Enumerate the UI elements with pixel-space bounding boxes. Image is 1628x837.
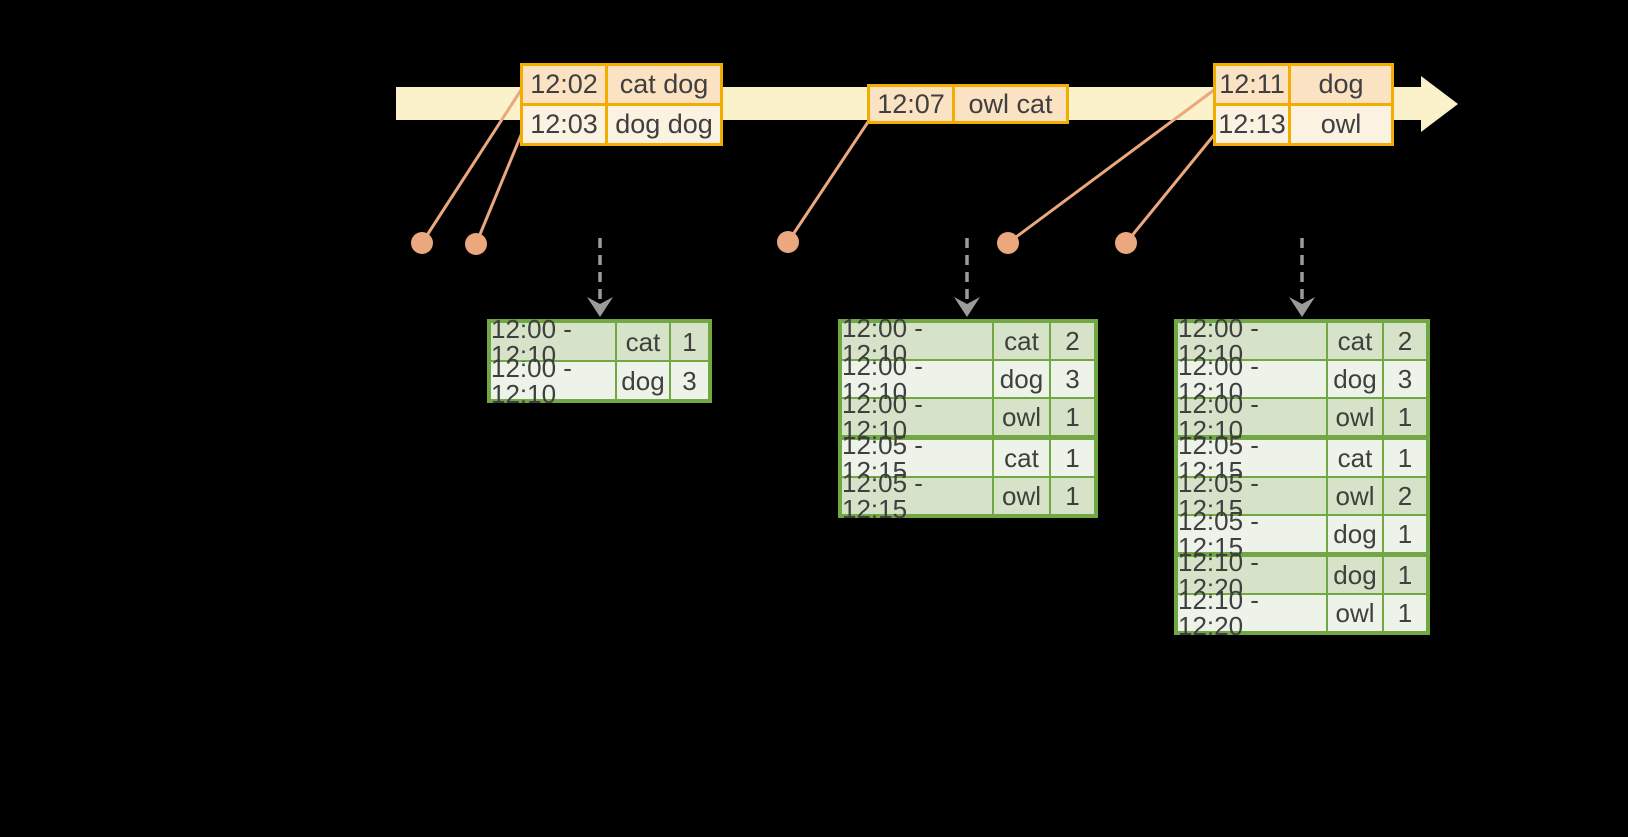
event-words-cell: dog	[1291, 66, 1391, 103]
connector-line	[474, 127, 526, 245]
event-table-2: 12:07 owl cat	[867, 84, 1069, 124]
word-cell: cat	[1328, 323, 1382, 359]
connector-line	[786, 121, 870, 243]
arrowhead-icon	[587, 297, 613, 317]
count-cell: 1	[1384, 399, 1426, 435]
window-cell: 12:10 - 12:20	[1178, 587, 1326, 639]
count-cell: 2	[1384, 323, 1426, 359]
word-cell: cat	[994, 323, 1049, 359]
table-row: 12:00 - 12:10 cat 2	[1178, 315, 1426, 367]
count-cell: 1	[671, 323, 708, 360]
table-row: 12:05 - 12:15 cat 1	[842, 432, 1094, 484]
table-row: 12:00 - 12:10 dog 3	[491, 355, 708, 407]
count-cell: 1	[1384, 557, 1426, 593]
connector-line	[1124, 134, 1216, 244]
event-dot	[411, 232, 433, 254]
word-cell: cat	[617, 323, 669, 360]
event-time-cell: 12:13	[1216, 106, 1288, 143]
count-cell: 1	[1384, 440, 1426, 476]
word-cell: owl	[1328, 595, 1382, 631]
table-row: 12:00 - 12:10 owl 1	[842, 391, 1094, 443]
window-cell: 12:05 - 12:15	[842, 470, 992, 522]
window-cell: 12:00 - 12:10	[1178, 391, 1326, 443]
trigger-arrows	[598, 238, 1304, 300]
count-cell: 2	[1051, 323, 1094, 359]
event-words-cell: cat dog	[608, 66, 720, 103]
event-words-cell: owl	[1291, 106, 1391, 143]
event-time-cell: 12:02	[523, 66, 605, 103]
count-cell: 1	[1384, 595, 1426, 631]
window-cell: 12:00 - 12:10	[1178, 315, 1326, 367]
word-cell: cat	[1328, 440, 1382, 476]
word-cell: dog	[1328, 557, 1382, 593]
table-row: 12:13 owl	[1216, 106, 1391, 143]
result-table-2: 12:00 - 12:10 cat 2 12:00 - 12:10 dog 3 …	[838, 315, 1098, 522]
window-cell: 12:00 - 12:10	[491, 355, 615, 407]
count-cell: 3	[1051, 361, 1094, 397]
event-dot	[777, 231, 799, 253]
word-cell: dog	[994, 361, 1049, 397]
event-words-cell: owl cat	[955, 87, 1066, 121]
event-time-cell: 12:03	[523, 106, 605, 143]
window-cell: 12:00 - 12:10	[842, 353, 992, 405]
table-row: 12:03 dog dog	[523, 106, 720, 143]
arrowhead-icon	[954, 297, 980, 317]
event-dot	[1115, 232, 1137, 254]
word-cell: owl	[1328, 478, 1382, 514]
timeline-arrowhead-icon	[1421, 76, 1458, 132]
count-cell: 1	[1051, 440, 1094, 476]
table-row: 12:05 - 12:15 owl 1	[842, 470, 1094, 522]
word-cell: owl	[1328, 399, 1382, 435]
word-cell: dog	[617, 362, 669, 399]
word-cell: owl	[994, 478, 1049, 514]
table-row: 12:00 - 12:10 owl 1	[1178, 391, 1426, 443]
event-table-1: 12:02 cat dog 12:03 dog dog	[520, 63, 723, 146]
window-cell: 12:00 - 12:10	[491, 316, 615, 368]
table-row: 12:02 cat dog	[523, 66, 720, 103]
event-dot	[465, 233, 487, 255]
count-cell: 1	[1051, 399, 1094, 435]
count-cell: 3	[1384, 361, 1426, 397]
event-time-cell: 12:11	[1216, 66, 1288, 103]
table-row: 12:10 - 12:20 owl 1	[1178, 587, 1426, 639]
event-table-3: 12:11 dog 12:13 owl	[1213, 63, 1394, 146]
word-cell: owl	[994, 399, 1049, 435]
window-cell: 12:05 - 12:15	[842, 432, 992, 484]
event-dot	[997, 232, 1019, 254]
table-row: 12:11 dog	[1216, 66, 1391, 103]
table-row: 12:10 - 12:20 dog 1	[1178, 549, 1426, 601]
table-row: 12:00 - 12:10 dog 3	[842, 353, 1094, 405]
count-cell: 1	[1051, 478, 1094, 514]
event-words-cell: dog dog	[608, 106, 720, 143]
table-row: 12:00 - 12:10 cat 1	[491, 316, 708, 368]
count-cell: 2	[1384, 478, 1426, 514]
arrowhead-icon	[1289, 297, 1315, 317]
event-time-cell: 12:07	[870, 87, 952, 121]
count-cell: 1	[1384, 516, 1426, 552]
word-cell: cat	[994, 440, 1049, 476]
result-table-1: 12:00 - 12:10 cat 1 12:00 - 12:10 dog 3	[487, 316, 712, 407]
word-cell: dog	[1328, 361, 1382, 397]
table-row: 12:07 owl cat	[870, 87, 1066, 121]
event-dots	[411, 231, 1137, 255]
window-cell: 12:00 - 12:10	[842, 391, 992, 443]
count-cell: 3	[671, 362, 708, 399]
word-cell: dog	[1328, 516, 1382, 552]
result-table-3: 12:00 - 12:10 cat 2 12:00 - 12:10 dog 3 …	[1174, 315, 1430, 639]
